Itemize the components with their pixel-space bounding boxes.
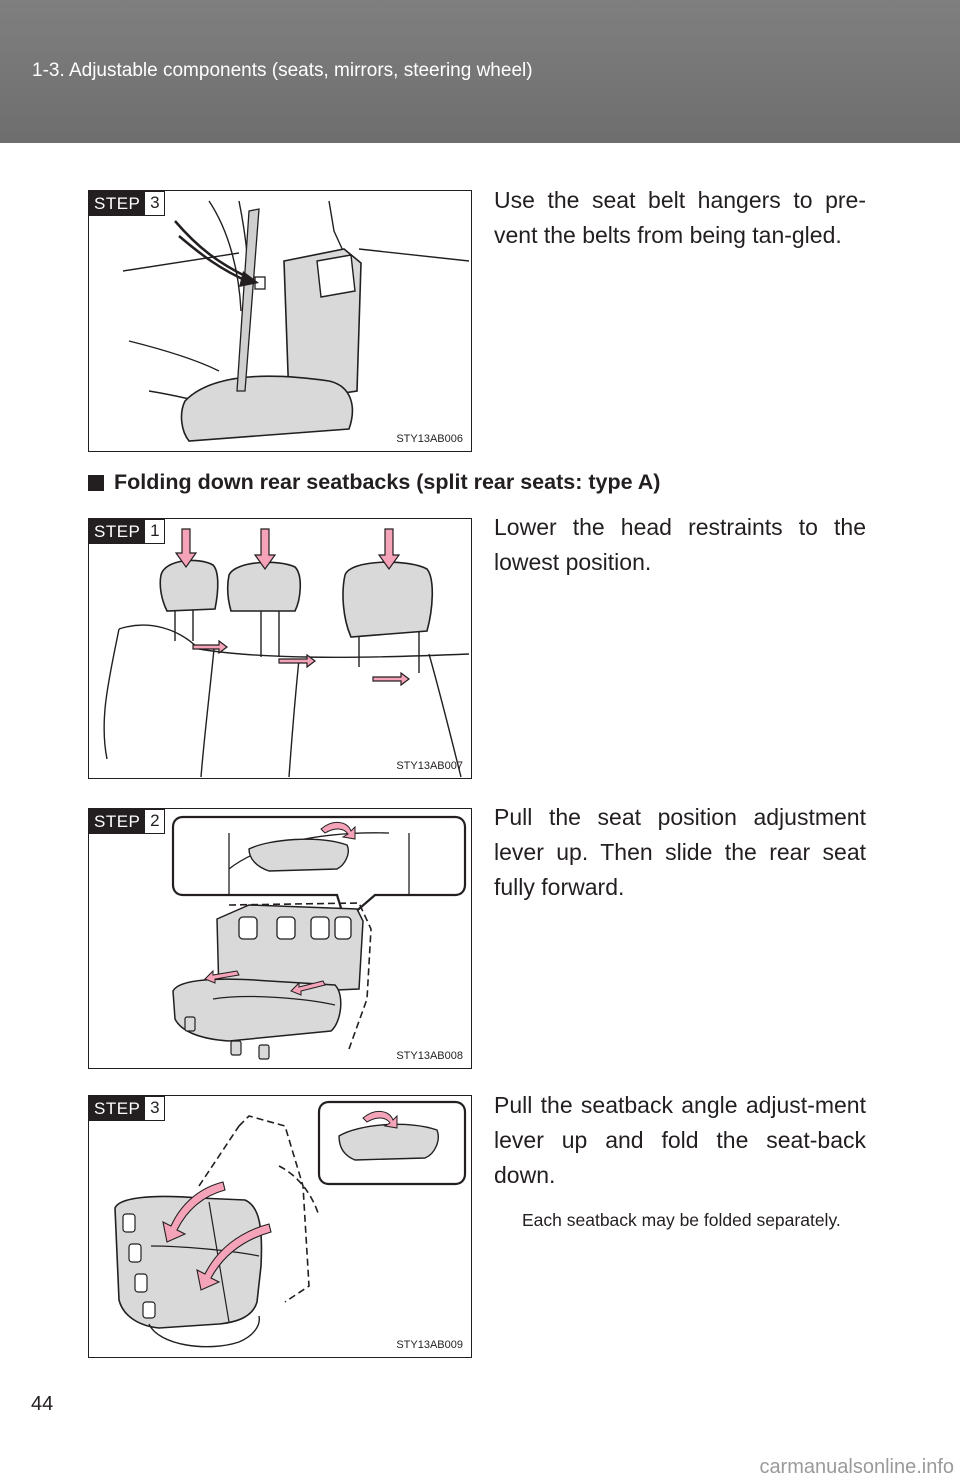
header-title: 1-3. Adjustable components (seats, mirro… [32,60,533,81]
figure-code: STY13AB008 [396,1050,463,1062]
step-number: 3 [145,1096,166,1121]
step-3-instruction: Use the seat belt hangers to pre-vent th… [494,187,866,248]
figure-head-restraints: STEP 1 STY13AB007 [88,518,472,779]
step-label: STEP [89,809,146,834]
figure-code: STY13AB007 [396,760,463,772]
step-label: STEP [89,191,146,216]
step-3-fold-instruction: Pull the seatback angle adjust-ment leve… [494,1092,866,1188]
section-heading: Folding down rear seatbacks (split rear … [88,470,660,495]
step-label: STEP [89,519,146,544]
step-badge: STEP 1 [89,519,166,544]
seat-belt-hanger-illustration [122,200,470,442]
step-number: 1 [145,519,166,544]
step-1-instruction: Lower the head restraints to the lowest … [494,514,866,575]
figure-slide-seat: STEP 2 STY13AB008 [88,808,472,1069]
watermark: carmanualsonline.info [759,1456,954,1478]
step-badge: STEP 3 [89,1096,166,1121]
slide-seat-illustration [171,815,467,1060]
figure-fold-seatback: STEP 3 STY13AB009 [88,1095,472,1358]
section-heading-text: Folding down rear seatbacks (split rear … [114,470,661,494]
fold-seatback-illustration [114,1100,467,1348]
step-badge: STEP 3 [89,191,166,216]
figure-code: STY13AB009 [396,1339,463,1351]
step-note: Each seatback may be folded separately. [522,1210,841,1230]
step-2-instruction: Pull the seat position adjustment lever … [494,804,866,900]
step-badge: STEP 2 [89,809,166,834]
page-header: 1-3. Adjustable components (seats, mirro… [0,0,960,143]
step-number: 3 [145,191,166,216]
square-bullet-icon [88,474,104,491]
head-restraints-illustration [103,528,470,778]
step-label: STEP [89,1096,146,1121]
figure-code: STY13AB006 [396,433,463,445]
step-number: 2 [145,809,166,834]
figure-seat-belt-hanger: STEP 3 STY13AB006 [88,190,472,452]
page-number: 44 [31,1393,54,1415]
